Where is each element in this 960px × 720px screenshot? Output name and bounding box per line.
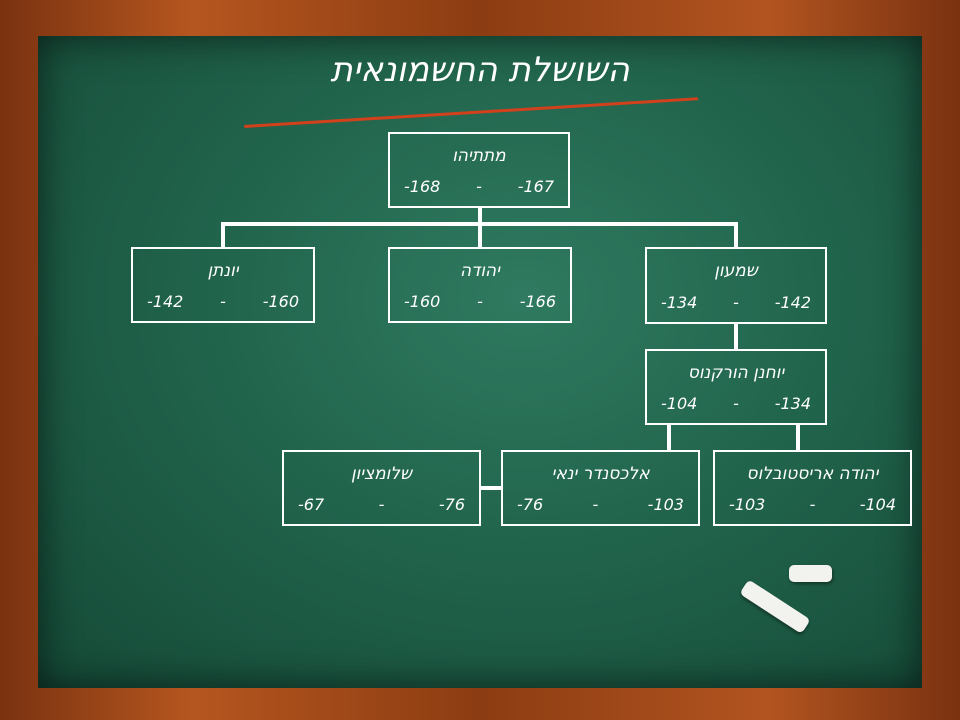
date-right: -134 <box>774 394 811 413</box>
date-left: -134 <box>661 293 698 312</box>
date-separator: - <box>733 293 739 312</box>
node-aristobulus: יהודה אריסטובלוס -103 - -104 <box>713 450 912 526</box>
date-separator: - <box>592 495 599 514</box>
node-name: שמעון <box>714 261 758 281</box>
date-left: -76 <box>517 495 544 514</box>
node-salome: שלומציון -67 - -76 <box>282 450 481 526</box>
connector <box>734 222 738 248</box>
date-right: -103 <box>647 495 684 514</box>
date-left: -104 <box>661 394 698 413</box>
node-name: מתתיהו <box>452 146 506 166</box>
node-name: יהודה אריסטובלוס <box>746 464 879 484</box>
node-judah: יהודה -160 - -166 <box>388 247 572 323</box>
node-name: שלומציון <box>350 464 413 484</box>
connector <box>221 222 225 248</box>
node-jonathan: יונתן -142 - -160 <box>131 247 315 323</box>
node-name: יוחנן הורקנוס <box>687 363 785 383</box>
node-name: אלכסנדר ינאי <box>551 464 650 484</box>
date-separator: - <box>220 292 226 311</box>
date-right: -160 <box>262 292 299 311</box>
chalk-piece <box>789 565 832 582</box>
date-separator: - <box>476 177 482 196</box>
date-right: -104 <box>859 495 896 514</box>
date-right: -166 <box>519 292 556 311</box>
node-jannaeus: אלכסנדר ינאי -76 - -103 <box>501 450 700 526</box>
date-separator: - <box>378 495 385 514</box>
connector <box>734 322 738 350</box>
date-left: -168 <box>404 177 441 196</box>
node-mattathias: מתתיהו -168 - -167 <box>388 132 570 208</box>
node-name: יהודה <box>460 261 500 281</box>
date-left: -142 <box>147 292 184 311</box>
date-separator: - <box>733 394 739 413</box>
date-separator: - <box>477 292 483 311</box>
connector <box>667 424 671 451</box>
date-left: -103 <box>729 495 766 514</box>
connector <box>478 222 482 248</box>
connector <box>796 424 800 451</box>
date-separator: - <box>809 495 816 514</box>
date-right: -76 <box>438 495 465 514</box>
connector <box>478 207 482 225</box>
node-simon: שמעון -134 - -142 <box>645 247 827 324</box>
date-right: -142 <box>774 293 811 312</box>
date-left: -67 <box>298 495 325 514</box>
node-name: יונתן <box>207 261 239 281</box>
date-right: -167 <box>517 177 554 196</box>
connector <box>480 486 503 490</box>
diagram-title: השושלת החשמונאית <box>330 50 630 90</box>
chalkboard <box>38 36 922 688</box>
node-hyrcanus: יוחנן הורקנוס -104 - -134 <box>645 349 827 425</box>
date-left: -160 <box>404 292 441 311</box>
